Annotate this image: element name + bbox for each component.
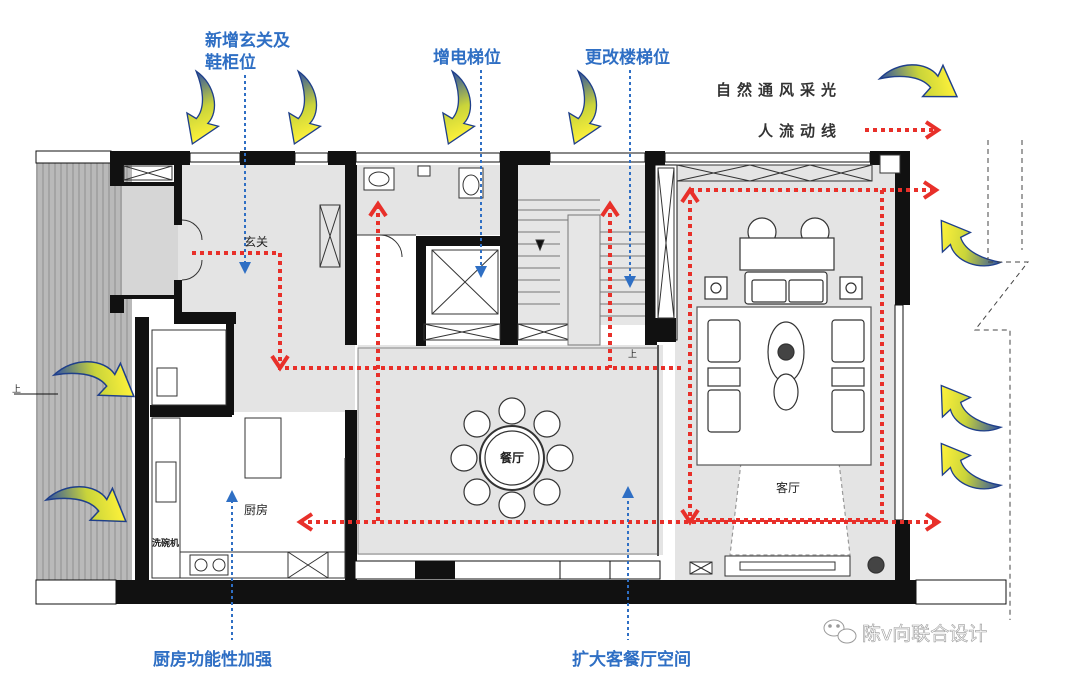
legend: 自然通风采光 人流动线 [716, 81, 842, 140]
circulation-arrowheads [270, 120, 942, 532]
watermark-text: 陈v向联合设计 [862, 623, 987, 645]
label-new-entrance-2: 鞋柜位 [205, 52, 256, 73]
annotation-arrowheads [226, 262, 636, 502]
room-up-stair: 上 [628, 349, 637, 360]
room-dining: 餐厅 [500, 450, 524, 465]
corridor-floor [232, 317, 355, 412]
vent-arrow-top-1 [166, 67, 229, 145]
vent-arrow-right-2 [934, 384, 1007, 435]
vent-arrow-top-3 [422, 67, 485, 145]
label-stair-change: 更改楼梯位 [585, 47, 670, 68]
room-up-left: 上 [12, 384, 21, 395]
label-elevator: 增电梯位 [433, 47, 501, 68]
vent-arrow-right-3 [934, 442, 1007, 493]
vent-arrow-right-1 [934, 219, 1007, 270]
room-living: 客厅 [776, 480, 800, 495]
legend-circulation: 人流动线 [758, 122, 842, 140]
circulation-lines [192, 128, 940, 524]
annotation-leaders [231, 70, 631, 640]
fixtures [123, 154, 901, 579]
room-dishwasher: 洗碗机 [152, 537, 179, 549]
vent-arrow-legend [877, 55, 958, 113]
vent-arrow-top-4 [548, 67, 611, 145]
label-kitchen-function: 厨房功能性加强 [153, 649, 272, 670]
label-expand-living: 扩大客餐厅空间 [572, 649, 691, 670]
living-furniture [696, 217, 885, 574]
dining-table [450, 397, 574, 519]
porch-floor [122, 182, 178, 297]
vent-arrow-top-2 [268, 67, 331, 145]
label-new-entrance-1: 新增玄关及 [205, 30, 291, 51]
legend-ventilation: 自然通风采光 [716, 81, 842, 99]
room-labels: 玄关 餐厅 厨房 客厅 洗碗机 上 上 [12, 234, 800, 549]
wechat-icon [823, 619, 857, 644]
room-kitchen: 厨房 [244, 502, 268, 517]
exterior-outline [973, 140, 1030, 620]
watermark: 陈v向联合设计 [823, 619, 988, 645]
annotation-labels: 新增玄关及 鞋柜位 增电梯位 更改楼梯位 厨房功能性加强 扩大客餐厅空间 [153, 30, 691, 670]
room-entrance: 玄关 [244, 234, 268, 249]
